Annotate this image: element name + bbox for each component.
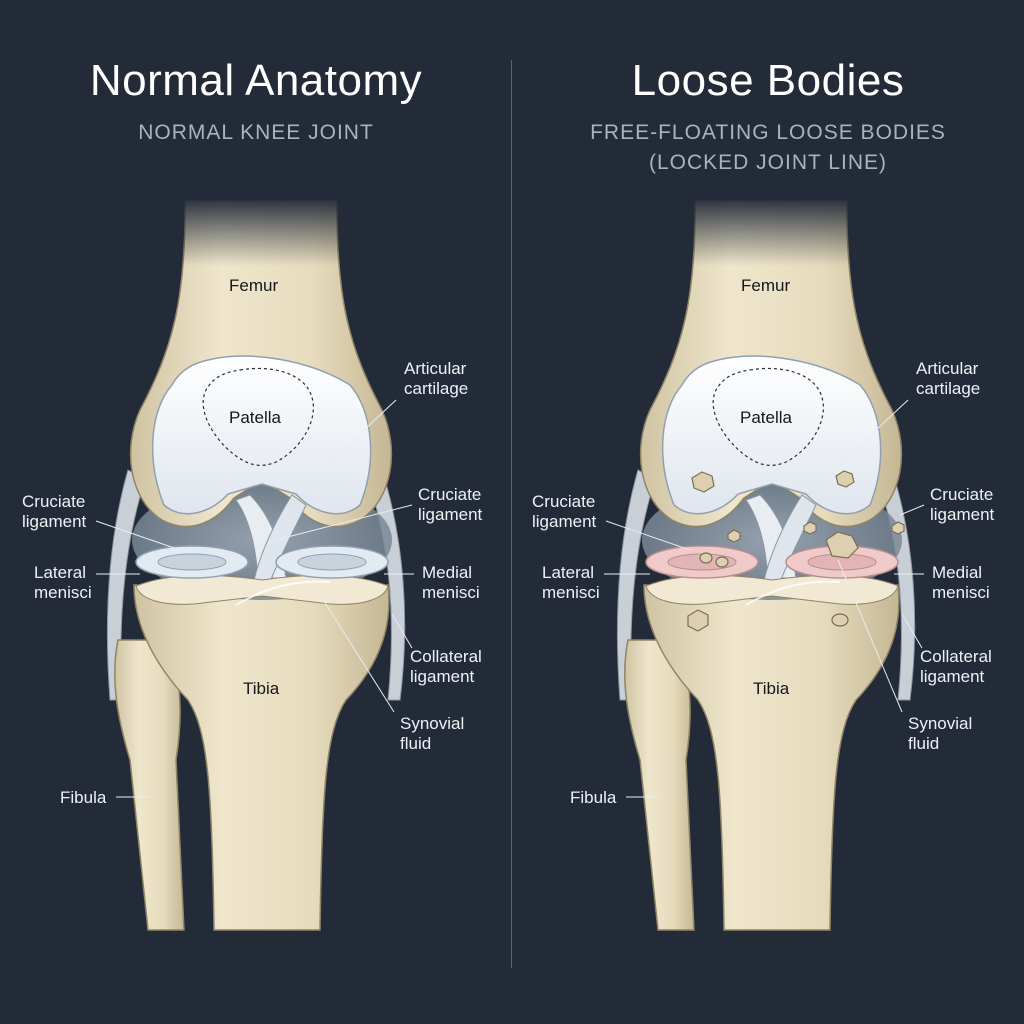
leader-articular-cartilage [329, 399, 397, 463]
panel-subtitle-normal: NORMAL KNEE JOINT [0, 118, 512, 148]
leader-articular-cartilage [841, 399, 909, 463]
label-synovial-fluid: fluid [400, 734, 431, 753]
leader-cruciate-left [605, 520, 691, 551]
subtitle-line: (LOCKED JOINT LINE) [649, 151, 887, 174]
label-medial-menisci: Medial [422, 563, 472, 582]
leader-collateral-ligament [901, 613, 923, 649]
label-collateral-ligament: Collateral [920, 647, 992, 666]
label-synovial-fluid: Synovial [400, 714, 464, 733]
label-articular-cartilage: cartilage [916, 379, 980, 398]
knee-loose-bodies [616, 196, 916, 931]
label-cruciate-left: ligament [22, 512, 87, 531]
label-femur: Femur [741, 276, 790, 295]
label-fibula: Fibula [570, 788, 617, 807]
label-articular-cartilage: cartilage [404, 379, 468, 398]
leader-synovial-fluid [311, 581, 395, 713]
label-lateral-menisci: menisci [542, 583, 600, 602]
label-lateral-menisci: Lateral [34, 563, 86, 582]
label-tibia: Tibia [753, 679, 790, 698]
label-collateral-ligament: ligament [920, 667, 985, 686]
label-cruciate-left: ligament [532, 512, 597, 531]
labels-normal: Femur Patella Articular cartilage Crucia… [22, 276, 483, 807]
label-collateral-ligament: ligament [410, 667, 475, 686]
label-cruciate-right: ligament [930, 505, 995, 524]
label-cruciate-right: Cruciate [930, 485, 993, 504]
label-cruciate-left: Cruciate [532, 492, 595, 511]
leader-cruciate-left [95, 520, 181, 551]
label-cruciate-left: Cruciate [22, 492, 85, 511]
label-femur: Femur [229, 276, 278, 295]
panel-divider [511, 60, 512, 968]
panel-title-loose-bodies: Loose Bodies [631, 56, 905, 105]
label-patella: Patella [229, 408, 282, 427]
subtitle-line: NORMAL KNEE JOINT [138, 121, 374, 144]
label-collateral-ligament: Collateral [410, 647, 482, 666]
label-medial-menisci: Medial [932, 563, 982, 582]
leader-synovial-fluid [837, 559, 903, 713]
label-lateral-menisci: menisci [34, 583, 92, 602]
label-articular-cartilage: Articular [916, 359, 979, 378]
label-lateral-menisci: Lateral [542, 563, 594, 582]
knee-normal [106, 196, 406, 931]
label-cruciate-right: ligament [418, 505, 483, 524]
subtitle-line: FREE-FLOATING LOOSE BODIES [590, 121, 946, 144]
label-articular-cartilage: Articular [404, 359, 467, 378]
label-synovial-fluid: fluid [908, 734, 939, 753]
loose-bodies [687, 470, 905, 632]
label-tibia: Tibia [243, 679, 280, 698]
leader-cruciate-right [899, 504, 925, 516]
panel-title-normal: Normal Anatomy [89, 56, 423, 105]
label-patella: Patella [740, 408, 793, 427]
label-cruciate-right: Cruciate [418, 485, 481, 504]
panel-subtitle-loose-bodies: FREE-FLOATING LOOSE BODIES (LOCKED JOINT… [512, 118, 1024, 178]
label-fibula: Fibula [60, 788, 107, 807]
label-medial-menisci: menisci [422, 583, 480, 602]
leader-cruciate-right [267, 504, 413, 543]
leader-collateral-ligament [391, 613, 413, 649]
label-medial-menisci: menisci [932, 583, 990, 602]
labels-loose-bodies: Femur Patella Articular cartilage Crucia… [532, 276, 995, 807]
label-synovial-fluid: Synovial [908, 714, 972, 733]
